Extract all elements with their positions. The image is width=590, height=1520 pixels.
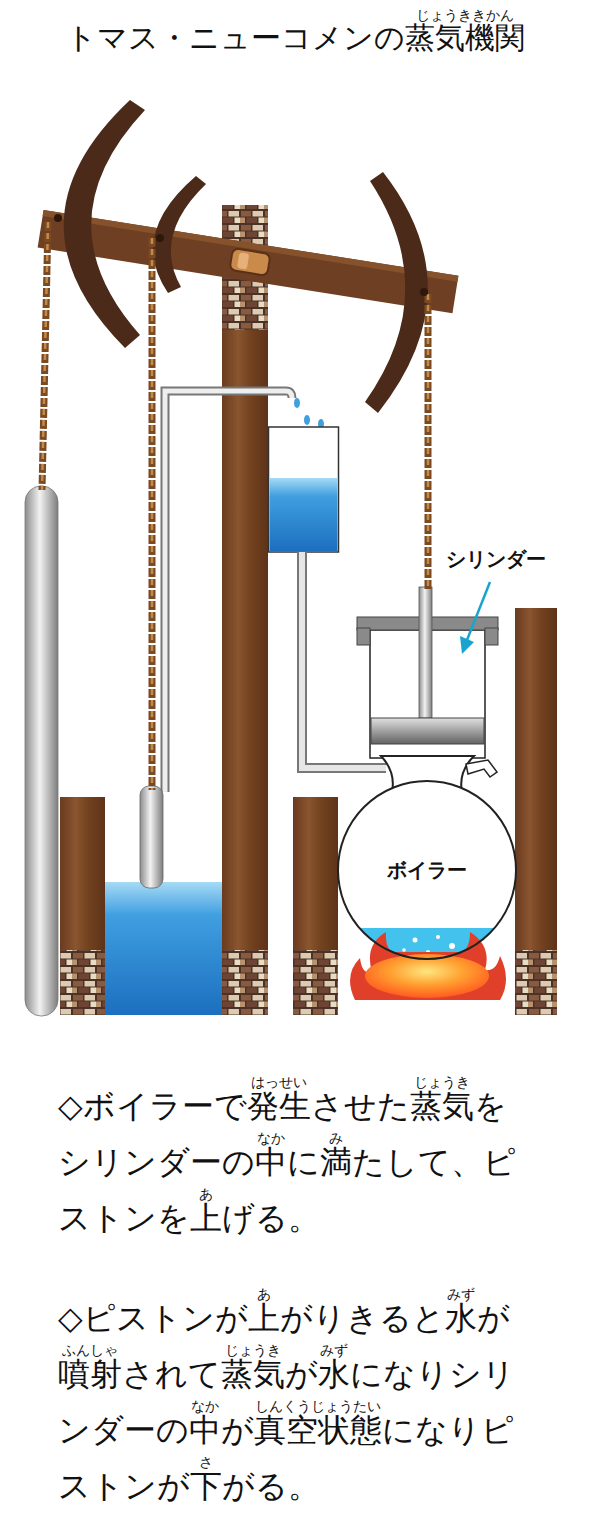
part-label: シリンダー bbox=[446, 546, 546, 572]
boiler-body bbox=[466, 760, 497, 777]
description-text: ◇ボイラーで発生させた蒸気をシリンダーの中に満たして、ピストンを上げる。 bbox=[58, 1078, 520, 1246]
boiler-node: ボイラー bbox=[337, 780, 517, 960]
leader-arrow bbox=[460, 582, 490, 654]
mine-water bbox=[105, 882, 222, 1015]
central-column bbox=[222, 950, 268, 1015]
arch-head bbox=[153, 176, 206, 293]
boiler-body bbox=[436, 935, 440, 939]
central-column bbox=[222, 205, 268, 1015]
water-drops bbox=[294, 398, 300, 408]
arch-head bbox=[64, 100, 145, 348]
counterweight-rod bbox=[25, 486, 58, 1016]
wooden-post bbox=[293, 950, 338, 1015]
water-cistern bbox=[269, 427, 339, 552]
wooden-post bbox=[60, 950, 105, 1015]
boiler-body bbox=[330, 756, 530, 978]
beam bbox=[230, 248, 271, 276]
water-cistern bbox=[269, 427, 339, 552]
pin bbox=[156, 234, 164, 242]
wooden-post bbox=[60, 797, 105, 1015]
water-drops bbox=[304, 415, 310, 425]
diagram-title: トマス・ニューコメンの蒸気機関 bbox=[0, 20, 590, 56]
chain bbox=[427, 294, 430, 589]
wooden-post bbox=[60, 608, 557, 1015]
cylinder bbox=[419, 587, 432, 718]
boiler-body bbox=[413, 938, 418, 943]
cylinder bbox=[371, 718, 484, 744]
chain bbox=[42, 222, 428, 790]
water-drops bbox=[294, 398, 324, 429]
chain bbox=[42, 222, 48, 490]
pump-rod bbox=[140, 786, 163, 888]
leader-arrow bbox=[460, 636, 474, 654]
arch-head bbox=[64, 100, 428, 413]
fire bbox=[365, 954, 489, 998]
wooden-post bbox=[515, 608, 557, 1015]
pump-rod bbox=[140, 786, 163, 888]
cylinder bbox=[357, 628, 370, 645]
mine-water bbox=[105, 882, 222, 1015]
description-text: ◇ピストンが上がりきると水が噴射されて蒸気が水になりシリンダーの中が真空状態にな… bbox=[58, 1290, 520, 1514]
leader-arrow bbox=[467, 582, 490, 640]
chain bbox=[151, 238, 154, 790]
wooden-post bbox=[515, 950, 557, 1015]
furigana: じょうききかん bbox=[416, 8, 514, 22]
chain bbox=[42, 222, 48, 490]
arch-head bbox=[365, 172, 428, 413]
water-cistern bbox=[270, 478, 338, 551]
wooden-post bbox=[293, 797, 338, 1015]
boiler-body bbox=[402, 948, 406, 952]
chain bbox=[425, 294, 432, 589]
pin bbox=[420, 288, 428, 296]
boiler-node-outline bbox=[338, 781, 516, 959]
beam bbox=[237, 252, 249, 269]
central-column bbox=[222, 205, 268, 1015]
boiler-body bbox=[449, 943, 455, 949]
cylinder bbox=[485, 628, 498, 645]
node-label: ボイラー bbox=[387, 857, 467, 884]
pin bbox=[54, 214, 62, 222]
counterweight-rod bbox=[25, 486, 58, 1016]
pin bbox=[54, 214, 428, 296]
chain bbox=[149, 238, 156, 790]
